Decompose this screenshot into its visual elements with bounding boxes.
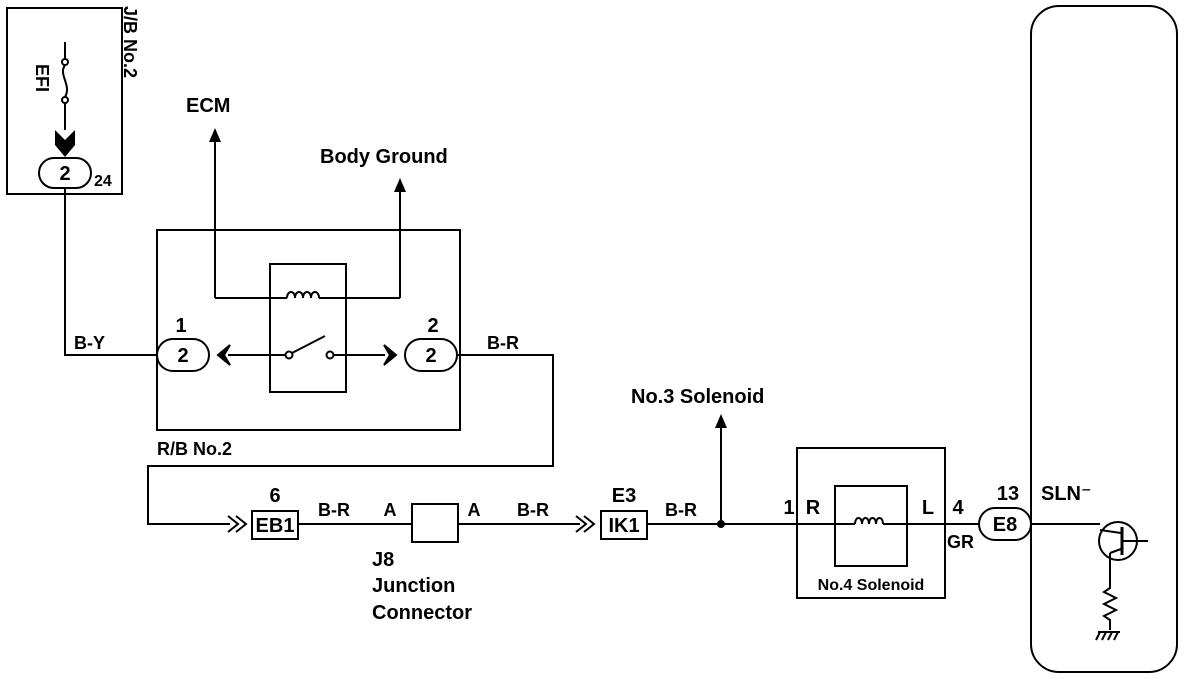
solenoid4-title: No.4 Solenoid — [818, 577, 925, 594]
relay-left-connector — [156, 338, 210, 372]
solenoid4-pin-left: 1 — [783, 497, 794, 519]
jb-connector-id: 24 — [94, 173, 112, 190]
ik1-pin-number: E3 — [612, 485, 636, 507]
jb-connector-pin: 2 — [59, 163, 70, 185]
eb1-pin-number: 6 — [269, 485, 280, 507]
fuse-label: EFI — [32, 64, 52, 92]
relay-coil-icon — [215, 291, 400, 299]
j8-pin-right: A — [468, 500, 481, 520]
relay-right-pin-number: 2 — [427, 315, 438, 337]
wire-jb-to-relay — [64, 188, 160, 356]
ground-icon — [1095, 631, 1120, 641]
ecu-frame — [1030, 5, 1178, 673]
transistor-icon — [1031, 521, 1148, 575]
fuse-icon — [61, 42, 69, 130]
j8-label-line1: J8 — [372, 549, 394, 571]
eb1-label: EB1 — [256, 515, 295, 537]
solenoid4-term-right: L — [922, 497, 934, 519]
wire-color-b-y: B-Y — [74, 333, 105, 353]
solenoid3-label: No.3 Solenoid — [631, 386, 764, 408]
solenoid-coil-icon — [835, 517, 907, 525]
j8-pin-left: A — [384, 500, 397, 520]
ecm-label: ECM — [186, 95, 230, 117]
j8-label-line3: Connector — [372, 602, 472, 624]
arrow-right-icon — [383, 344, 398, 366]
arrow-up-icon — [209, 128, 221, 142]
wire-relay-out — [147, 354, 554, 525]
arrow-left-icon — [216, 344, 231, 366]
relay-left-connector-pin: 2 — [177, 345, 188, 367]
e8-pin-number: 13 — [997, 483, 1019, 505]
relay-switch-icon — [228, 335, 385, 360]
arrow-up-icon — [715, 414, 727, 428]
relay-frame — [269, 263, 347, 393]
body-ground-label: Body Ground — [320, 146, 448, 168]
relay-block-frame — [156, 229, 461, 431]
solenoid4-term-left: R — [806, 497, 821, 519]
connector-arrow-icon — [575, 515, 596, 533]
arrow-down-icon — [55, 130, 75, 157]
resistor-icon — [1101, 575, 1119, 630]
wire-color-b-r-relay: B-R — [487, 333, 519, 353]
wire-color-gr: GR — [947, 532, 974, 552]
relay-left-pin-number: 1 — [175, 315, 186, 337]
wire-color-b-r-3: B-R — [665, 500, 697, 520]
solenoid4-pin-right: 4 — [952, 497, 964, 519]
ecu-signal-label: SLN⁻ — [1041, 483, 1092, 505]
connector-arrow-icon — [227, 515, 248, 533]
j8-label-line2: Junction — [372, 575, 455, 597]
e8-label: E8 — [993, 514, 1017, 536]
j8-junction-connector — [411, 503, 459, 543]
solenoid4-inner — [834, 485, 908, 567]
arrow-up-icon — [394, 178, 406, 192]
wire-color-b-r-2: B-R — [517, 500, 549, 520]
junction-block-title: J/B No.2 — [120, 6, 140, 78]
relay-right-connector-pin: 2 — [425, 345, 436, 367]
ik1-label: IK1 — [608, 515, 639, 537]
wire-color-b-r-1: B-R — [318, 500, 350, 520]
relay-block-title: R/B No.2 — [157, 439, 232, 459]
